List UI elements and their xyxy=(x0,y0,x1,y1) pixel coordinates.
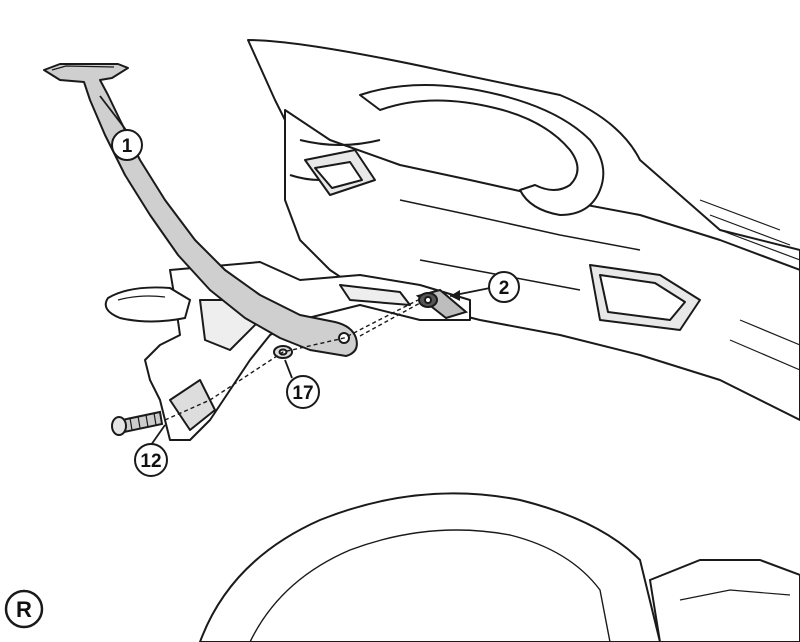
leader-arrowheads xyxy=(450,290,460,301)
side-marker-label: R xyxy=(16,597,32,622)
callout-1-label: 1 xyxy=(122,136,133,157)
bolt-part-12 xyxy=(111,410,164,436)
alignment-lines xyxy=(164,299,421,421)
callout-12-label: 12 xyxy=(140,451,161,472)
motorcycle-tail-body xyxy=(247,39,800,421)
callout-12: 12 xyxy=(134,443,168,477)
callout-2-label: 2 xyxy=(499,278,510,299)
rear-wheel-fender xyxy=(198,492,800,642)
callout-1: 1 xyxy=(111,129,143,161)
rear-indicator-bracket xyxy=(144,261,471,441)
side-marker: R xyxy=(4,589,44,629)
callout-17: 17 xyxy=(286,375,320,409)
spacer-part-2 xyxy=(415,288,469,320)
callout-2: 2 xyxy=(488,271,520,303)
turn-indicator xyxy=(104,286,192,323)
callout-17-label: 17 xyxy=(292,383,313,404)
